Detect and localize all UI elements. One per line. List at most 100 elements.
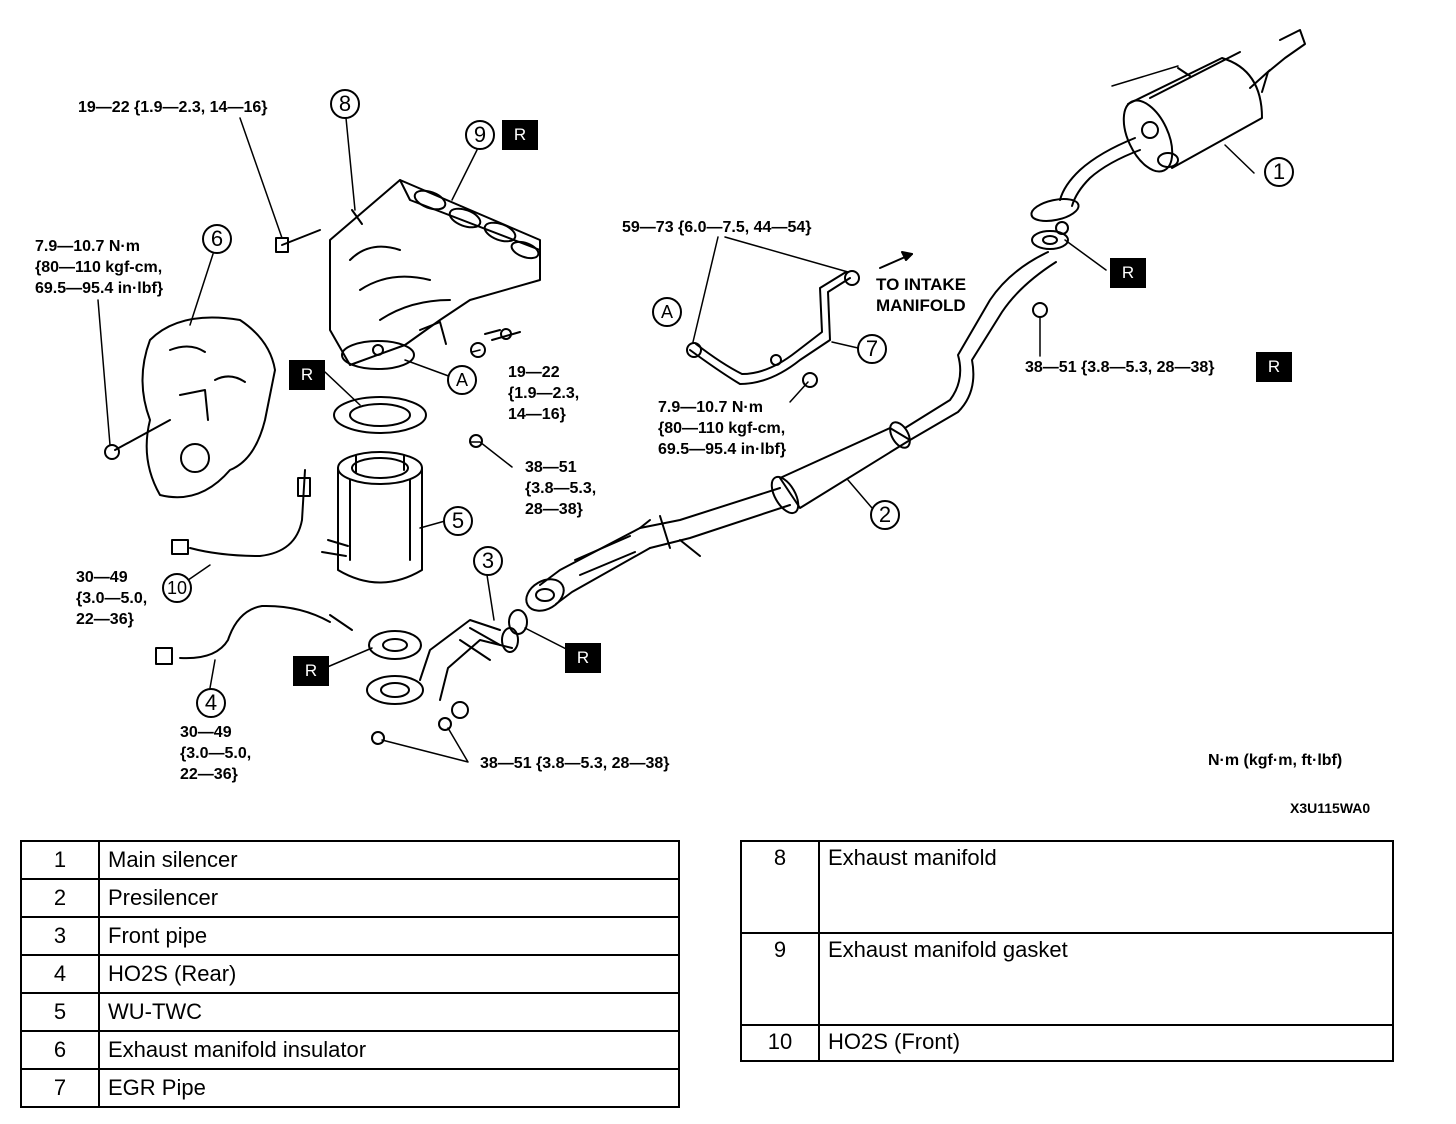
legend-description: HO2S (Rear) xyxy=(98,954,680,994)
twc-drawing xyxy=(321,396,427,584)
legend-description: Exhaust manifold xyxy=(818,840,1394,934)
unit-note: N·m (kgf·m, ft·lbf) xyxy=(1208,752,1343,769)
torque-label-insulator: 7.9—10.7 N·m {80—110 kgf-cm, 69.5—95.4 i… xyxy=(35,236,163,299)
torque-line: 7.9—10.7 N·m xyxy=(658,399,763,416)
exhaust-system-diagram: 1 2 3 4 5 6 7 8 9 10 A A R R R R R R 19—… xyxy=(35,29,1371,816)
torque-line: {3.8—5.3, xyxy=(525,480,597,497)
callout-5: 5 xyxy=(443,506,473,536)
legend-number: 9 xyxy=(740,932,820,1026)
callout-a-manifold: A xyxy=(447,365,477,395)
mid-pipe xyxy=(904,251,1057,441)
replace-mark-frontpipe-gasket: R xyxy=(565,643,601,673)
flex-pipe xyxy=(508,527,651,635)
legend-description: Front pipe xyxy=(98,916,680,956)
legend-number: 1 xyxy=(20,840,100,880)
callout-6: 6 xyxy=(202,224,232,254)
legend-number: 2 xyxy=(20,878,100,918)
torque-label-front-pipe: 38—51 {3.8—5.3, 28—38} xyxy=(480,755,670,772)
torque-line: 38—51 xyxy=(525,459,577,476)
legend-number: 10 xyxy=(740,1024,820,1062)
main-silencer-drawing xyxy=(1059,29,1306,207)
diagram-drawing xyxy=(97,29,1306,763)
silencer-flange xyxy=(1030,198,1080,318)
callout-10: 10 xyxy=(162,573,192,603)
torque-line: 69.5—95.4 in·lbf} xyxy=(35,280,164,297)
callout-2: 2 xyxy=(870,500,900,530)
replace-mark-silencer-nut: R xyxy=(1256,352,1292,382)
to-intake-line: MANIFOLD xyxy=(876,296,966,315)
torque-line: 30—49 xyxy=(180,724,232,741)
torque-line: {1.9—2.3, xyxy=(508,385,580,402)
presilencer-drawing xyxy=(639,421,911,557)
torque-label-manifold-bolt: 19—22 {1.9—2.3, 14—16} xyxy=(78,99,268,116)
replace-mark-manifold: R xyxy=(289,360,325,390)
callout-7: 7 xyxy=(857,334,887,364)
to-intake-label: TO INTAKE MANIFOLD xyxy=(876,274,966,316)
ho2s-front-drawing xyxy=(171,469,311,557)
legend-description: HO2S (Front) xyxy=(818,1024,1394,1062)
torque-line: {80—110 kgf-cm, xyxy=(658,420,786,437)
legend-description: Main silencer xyxy=(98,840,680,880)
torque-line: 22—36} xyxy=(76,611,134,628)
egr-pipe-drawing xyxy=(686,251,913,388)
legend-number: 3 xyxy=(20,916,100,956)
legend-number: 7 xyxy=(20,1068,100,1108)
legend-number: 6 xyxy=(20,1030,100,1070)
torque-line: 14—16} xyxy=(508,406,566,423)
callout-9: 9 xyxy=(465,120,495,150)
callout-1: 1 xyxy=(1264,157,1294,187)
legend-number: 5 xyxy=(20,992,100,1032)
torque-label-silencer-nut: 38—51 {3.8—5.3, 28—38} xyxy=(1025,359,1215,376)
legend-description: EGR Pipe xyxy=(98,1068,680,1108)
torque-line: {80—110 kgf-cm, xyxy=(35,259,163,276)
insulator-drawing xyxy=(104,316,276,499)
torque-line: {3.0—5.0, xyxy=(76,590,148,607)
ho2s-rear-drawing xyxy=(155,604,422,665)
callout-3: 3 xyxy=(473,546,503,576)
replace-mark-silencer-gasket: R xyxy=(1110,258,1146,288)
legend-description: Exhaust manifold gasket xyxy=(818,932,1394,1026)
torque-line: 69.5—95.4 in·lbf} xyxy=(658,441,787,458)
legend-description: Exhaust manifold insulator xyxy=(98,1030,680,1070)
manifold-bolts xyxy=(275,229,521,448)
torque-line: 7.9—10.7 N·m xyxy=(35,238,140,255)
to-intake-line: TO INTAKE xyxy=(876,275,967,294)
torque-label-egr-upper: 59—73 {6.0—7.5, 44—54} xyxy=(622,219,812,236)
leader-lines xyxy=(97,65,1255,763)
torque-label-manifold-side: 19—22 {1.9—2.3, 14—16} xyxy=(508,362,579,425)
torque-label-egr-lower: 7.9—10.7 N·m {80—110 kgf-cm, 69.5—95.4 i… xyxy=(658,397,786,460)
torque-line: 19—22 xyxy=(508,364,560,381)
exhaust-manifold-drawing xyxy=(329,179,541,370)
torque-line: 22—36} xyxy=(180,766,238,783)
callout-4: 4 xyxy=(196,688,226,718)
torque-line: {3.0—5.0, xyxy=(180,745,252,762)
torque-label-ho2s-front: 30—49 {3.0—5.0, 22—36} xyxy=(76,567,147,630)
legend-number: 4 xyxy=(20,954,100,994)
torque-label-twc-nut: 38—51 {3.8—5.3, 28—38} xyxy=(525,457,596,520)
replace-mark-gasket: R xyxy=(502,120,538,150)
torque-line: 30—49 xyxy=(76,569,128,586)
legend-description: WU-TWC xyxy=(98,992,680,1032)
legend-number: 8 xyxy=(740,840,820,934)
torque-label-ho2s-rear: 30—49 {3.0—5.0, 22—36} xyxy=(180,722,251,785)
callout-a-egr: A xyxy=(652,297,682,327)
front-pipe-drawing xyxy=(366,619,519,745)
figure-code: X3U115WA0 xyxy=(1290,800,1371,816)
legend-description: Presilencer xyxy=(98,878,680,918)
callout-8: 8 xyxy=(330,89,360,119)
replace-mark-twc-gasket: R xyxy=(293,656,329,686)
